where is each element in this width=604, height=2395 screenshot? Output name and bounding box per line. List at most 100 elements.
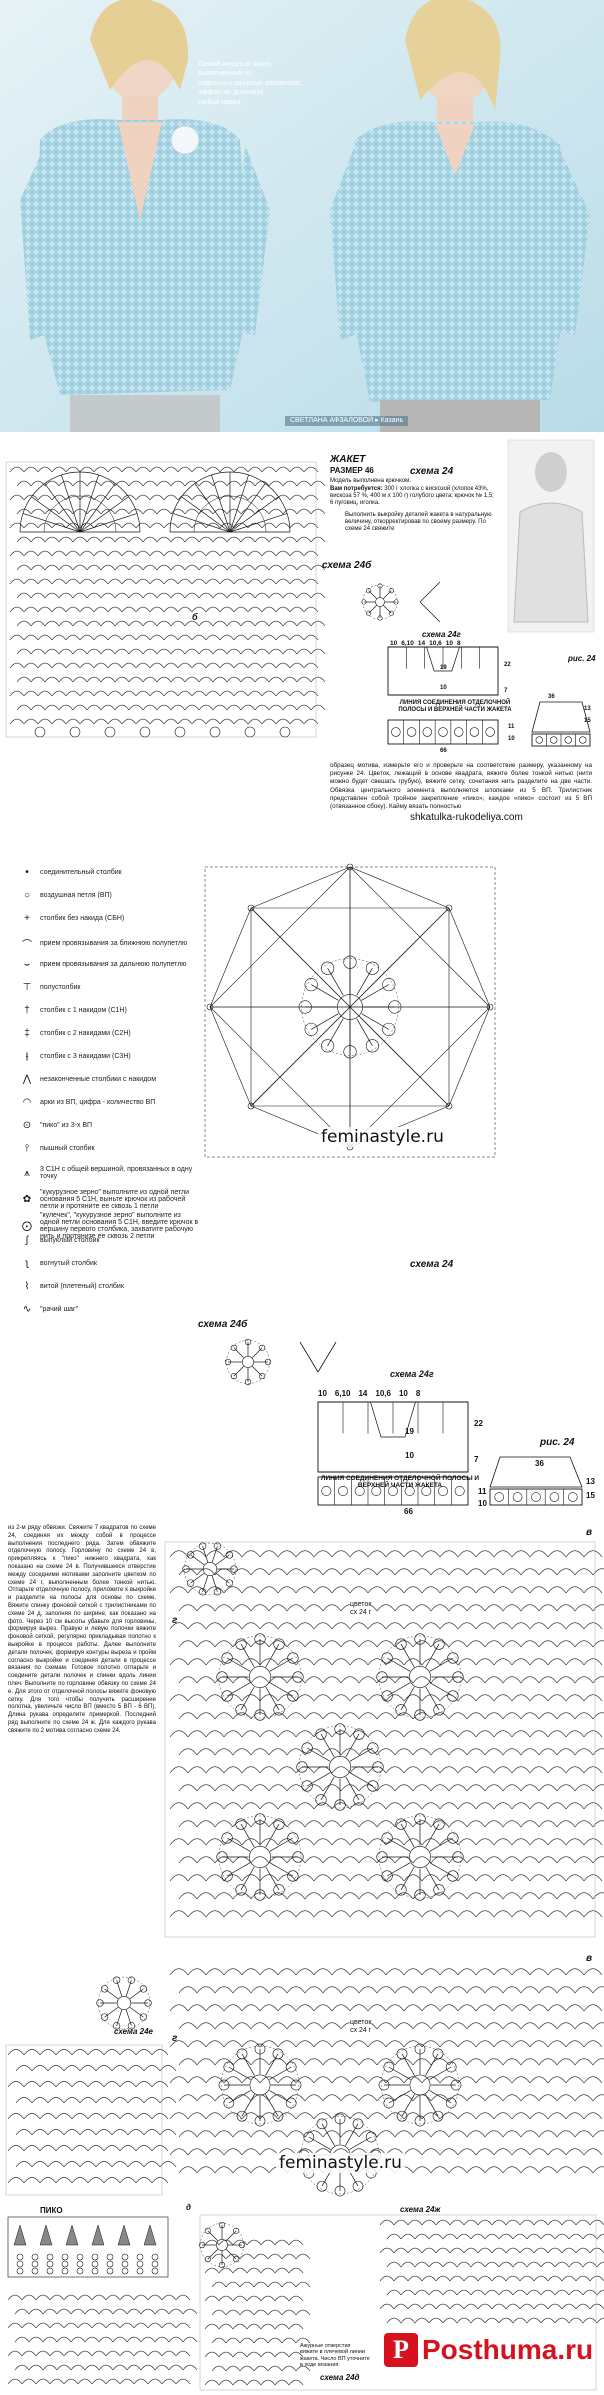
legend-row: ⊙"пико" из 3-х ВП [14, 1120, 199, 1131]
chain-arch [112, 2336, 128, 2343]
chain-arch [475, 1766, 495, 1774]
sheet4-piko: ПИКО [40, 2206, 63, 2215]
legend-row: •соединительный столбик [14, 867, 199, 878]
stitch-line [317, 1341, 337, 1373]
chain-arch [23, 606, 39, 613]
chain-arch [403, 1802, 423, 1810]
sheet1-materials: Вам потребуется: 300 г хлопка с вискозой… [330, 486, 494, 506]
chain-arch [498, 2289, 514, 2296]
chain-stitch [198, 2241, 206, 2249]
stitch-line [401, 2053, 415, 2076]
chain-arch [331, 1694, 351, 1702]
chain-arch [322, 1640, 342, 1648]
chain-arch [296, 592, 312, 599]
stitch-line [265, 1643, 280, 1668]
chain-arch [412, 1640, 432, 1648]
sheet2-schema-24b: схема 24б [198, 1319, 248, 1330]
chain-arch [400, 2233, 416, 2240]
chain-arch [295, 2076, 315, 2084]
chain-arch [119, 2145, 137, 2152]
chain-arch [421, 1802, 441, 1810]
chain-arch [407, 2247, 423, 2254]
chain-arch [223, 2148, 243, 2156]
chain-arch [182, 2308, 198, 2315]
chain-arch [520, 1604, 540, 1612]
chain-stitch [391, 727, 401, 737]
pattern-mid-19: 19 [440, 665, 447, 671]
chain-arch [105, 2350, 121, 2357]
chain-arch [107, 718, 123, 725]
chain-stitch [244, 1338, 252, 1346]
chain-arch [240, 564, 256, 571]
chain-arch [261, 550, 277, 557]
chain-stitch [100, 1985, 109, 1993]
chain-arch [121, 494, 137, 501]
chain-arch [241, 1874, 261, 1882]
chain-arch [126, 2336, 142, 2343]
chain-arch [95, 2129, 113, 2136]
chain-stitch [422, 727, 432, 737]
chain-arch [556, 1712, 576, 1720]
chain-arch [484, 2166, 504, 2174]
chain-arch [170, 508, 186, 515]
chain-stitch [383, 2061, 395, 2073]
chain-arch [403, 2004, 423, 2012]
chain-arch [358, 1986, 378, 1994]
chain-arch [37, 662, 53, 669]
legend-description: столбик с 3 накидами (С3Н) [40, 1053, 131, 1060]
chain-stitch [285, 2061, 297, 2073]
chain-arch [493, 1586, 513, 1594]
chain-arch [175, 2294, 191, 2301]
chain-arch [583, 1802, 603, 1810]
chain-arch [556, 1604, 576, 1612]
chain-arch [538, 1568, 558, 1576]
chain-arch [282, 704, 298, 711]
chain-arch [457, 1658, 477, 1666]
chain-arch [170, 676, 186, 683]
chain-arch [121, 662, 137, 669]
chain-arch [322, 1820, 342, 1828]
chain-arch [79, 494, 95, 501]
brand-logo[interactable]: P Posthuma.ru [384, 2333, 593, 2367]
chain-arch [268, 1856, 288, 1864]
chain-arch [205, 1730, 225, 1738]
chain-arch [9, 690, 25, 697]
chain-arch [277, 1622, 297, 1630]
chain-arch [295, 2040, 315, 2048]
chain-arch [511, 1968, 531, 1976]
chain-arch [178, 1820, 198, 1828]
stitch-line [388, 2090, 411, 2104]
chain-arch [421, 2303, 437, 2310]
chain-stitch [367, 1780, 379, 1792]
chain-arch [226, 480, 242, 487]
chain-arch [240, 648, 256, 655]
chain-arch [268, 1748, 288, 1756]
chain-arch [187, 1910, 207, 1918]
chain-arch [403, 1910, 423, 1918]
chain-arch [218, 2295, 234, 2302]
chain-arch [247, 522, 263, 529]
pattern-sheet-2: •соединительный столбик○воздушная петля … [0, 827, 604, 1517]
chain-arch [583, 1550, 603, 1558]
chain-arch [457, 1910, 477, 1918]
chain-arch [547, 2247, 563, 2254]
chain-arch [232, 1892, 252, 1900]
legend-description: выпуклый столбик [40, 1237, 100, 1244]
chain-arch [331, 1586, 351, 1594]
chain-arch [55, 2049, 73, 2056]
chain-arch [223, 2112, 243, 2120]
chain-arch [105, 2294, 121, 2301]
chain-arch [310, 648, 326, 655]
chain-arch [253, 2281, 269, 2288]
chain-arch [177, 494, 193, 501]
chain-arch [35, 2294, 51, 2301]
chain-arch [214, 2058, 234, 2066]
chain-arch [565, 1874, 585, 1882]
chain-arch [196, 1640, 216, 1648]
stitch-line [104, 1988, 119, 2000]
chain-stitch [298, 1000, 312, 1014]
chain-arch [37, 550, 53, 557]
chain-arch [295, 1694, 315, 1702]
chain-arch [247, 606, 263, 613]
chain-arch [304, 1604, 324, 1612]
